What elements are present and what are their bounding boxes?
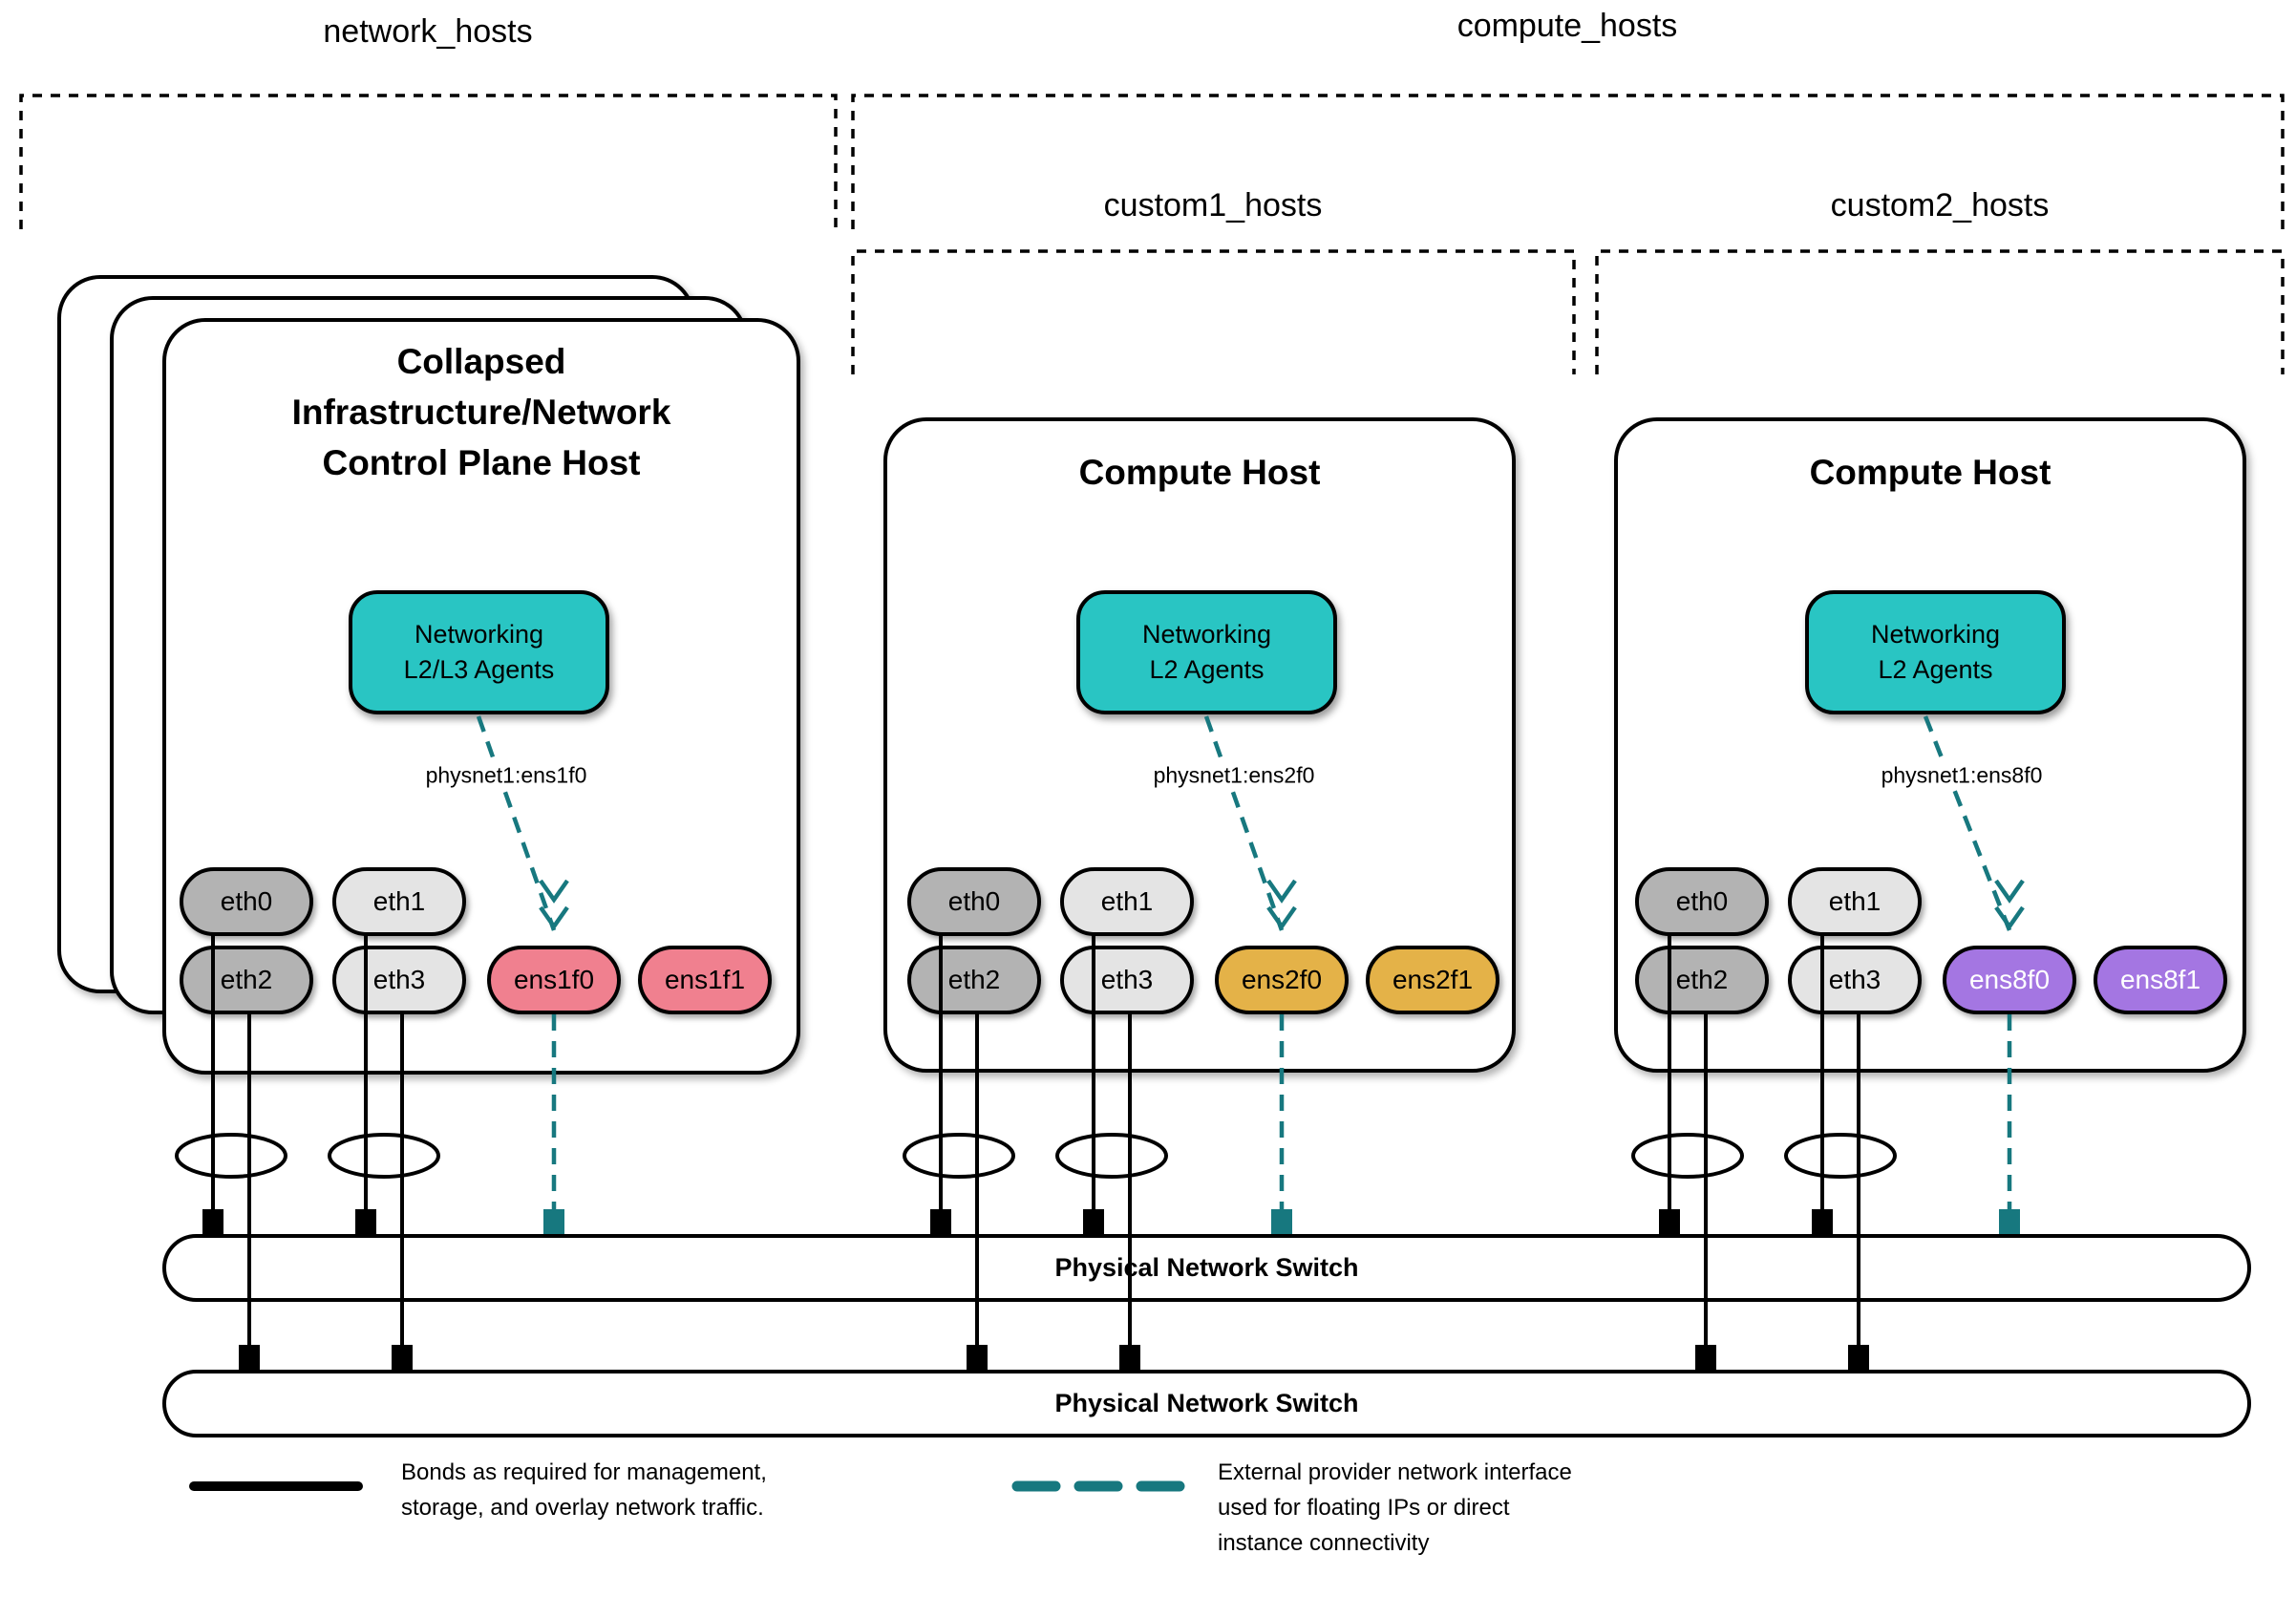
bond-ellipse — [1784, 1133, 1897, 1179]
interface-pill-eth1: eth1 — [332, 867, 466, 936]
provider-switch-connector — [1271, 1209, 1292, 1234]
physnet-label-host1: physnet1:ens1f0 — [417, 761, 595, 790]
physical-network-switch-1: Physical Network Switch — [162, 1234, 2251, 1302]
group-label-custom2-hosts: custom2_hosts — [1830, 187, 2050, 224]
control-plane-host-title: Collapsed Infrastructure/Network Control… — [162, 336, 800, 488]
compute-host-2-title: Compute Host — [1614, 447, 2246, 498]
host-title-line: Compute Host — [1078, 453, 1321, 492]
compute-hosts-bracket — [851, 94, 2285, 229]
interface-pill-eth0: eth0 — [180, 867, 313, 936]
interface-pill-ens1f0: ens1f0 — [487, 946, 621, 1014]
agent-label-line: L2 Agents — [1878, 655, 1993, 684]
custom1-hosts-bracket — [851, 249, 1576, 374]
provider-switch-connector — [1999, 1209, 2020, 1234]
group-label-network-hosts: network_hosts — [323, 13, 533, 50]
interface-pill-eth2: eth2 — [180, 946, 313, 1014]
group-label-custom1-hosts: custom1_hosts — [1103, 187, 1323, 224]
switch-connector — [967, 1345, 988, 1370]
switch-connector — [1659, 1209, 1680, 1234]
host-title-line: Compute Host — [1809, 453, 2052, 492]
bond-ellipse — [175, 1133, 287, 1179]
bond-ellipse — [903, 1133, 1015, 1179]
host-title-line: Control Plane Host — [322, 443, 641, 482]
switch-connector — [1848, 1345, 1869, 1370]
compute-host-1-title: Compute Host — [883, 447, 1516, 498]
agent-label-line: Networking — [414, 620, 544, 649]
custom2-hosts-bracket — [1595, 249, 2285, 374]
interface-pill-ens2f0: ens2f0 — [1215, 946, 1349, 1014]
host-title-line: Collapsed — [396, 342, 566, 381]
bond-ellipse — [1631, 1133, 1744, 1179]
interface-pill-eth3: eth3 — [1060, 946, 1194, 1014]
agent-label-line: Networking — [1870, 620, 2001, 649]
legend-provider-text: External provider network interface used… — [1218, 1455, 1572, 1561]
host-title-line: Infrastructure/Network — [291, 393, 671, 432]
interface-pill-eth1: eth1 — [1788, 867, 1922, 936]
networking-agents-box-host1: Networking L2/L3 Agents — [349, 590, 609, 714]
switch-connector — [1695, 1345, 1716, 1370]
interface-pill-ens2f1: ens2f1 — [1366, 946, 1499, 1014]
interface-pill-eth2: eth2 — [1635, 946, 1769, 1014]
physnet-label-host3: physnet1:ens8f0 — [1873, 761, 2051, 790]
interface-pill-eth3: eth3 — [1788, 946, 1922, 1014]
legend-text-line: instance connectivity — [1218, 1530, 1430, 1556]
legend-text-line: used for floating IPs or direct — [1218, 1495, 1510, 1521]
bond-ellipse — [1055, 1133, 1168, 1179]
legend-text-line: storage, and overlay network traffic. — [401, 1495, 764, 1521]
network-hosts-bracket — [19, 94, 838, 229]
physical-network-switch-2: Physical Network Switch — [162, 1370, 2251, 1437]
switch-connector — [1812, 1209, 1833, 1234]
networking-agents-box-host2: Networking L2 Agents — [1076, 590, 1337, 714]
interface-pill-ens1f1: ens1f1 — [638, 946, 772, 1014]
interface-pill-eth0: eth0 — [907, 867, 1041, 936]
switch-connector — [202, 1209, 223, 1234]
switch-connector — [930, 1209, 951, 1234]
agent-label-line: L2/L3 Agents — [403, 655, 555, 684]
switch-connector — [1083, 1209, 1104, 1234]
legend-text-line: Bonds as required for management, — [401, 1459, 767, 1485]
interface-pill-eth3: eth3 — [332, 946, 466, 1014]
interface-pill-eth2: eth2 — [907, 946, 1041, 1014]
interface-pill-ens8f1: ens8f1 — [2094, 946, 2227, 1014]
switch-label: Physical Network Switch — [1054, 1253, 1359, 1282]
interface-pill-ens8f0: ens8f0 — [1943, 946, 2076, 1014]
switch-connector — [392, 1345, 413, 1370]
switch-connector — [355, 1209, 376, 1234]
interface-pill-eth1: eth1 — [1060, 867, 1194, 936]
agent-label-line: L2 Agents — [1149, 655, 1265, 684]
networking-agents-box-host3: Networking L2 Agents — [1805, 590, 2066, 714]
bond-ellipse — [328, 1133, 440, 1179]
agent-label-line: Networking — [1141, 620, 1272, 649]
switch-connector — [239, 1345, 260, 1370]
legend-bond-text: Bonds as required for management, storag… — [401, 1455, 767, 1525]
physnet-label-host2: physnet1:ens2f0 — [1145, 761, 1323, 790]
interface-pill-eth0: eth0 — [1635, 867, 1769, 936]
provider-switch-connector — [543, 1209, 564, 1234]
switch-label: Physical Network Switch — [1054, 1389, 1359, 1417]
group-label-compute-hosts: compute_hosts — [1456, 8, 1678, 44]
legend-text-line: External provider network interface — [1218, 1459, 1572, 1485]
switch-connector — [1119, 1345, 1140, 1370]
